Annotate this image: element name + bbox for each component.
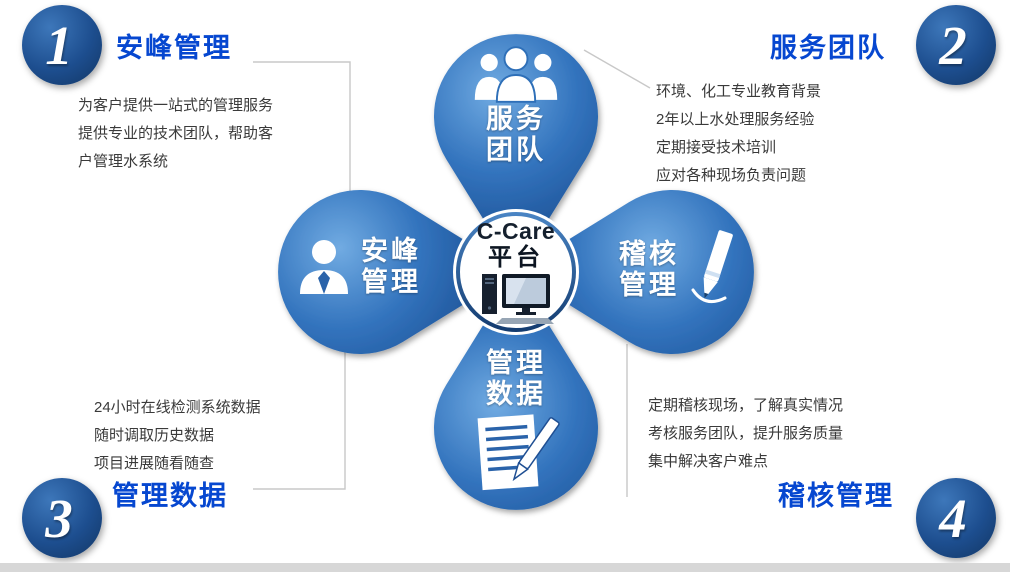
- petal-right-label-line2: 管理: [619, 270, 679, 300]
- connector-top-left: [253, 61, 351, 192]
- petal-bottom-label-line2: 数据: [486, 379, 546, 409]
- petal-left-shape: [278, 189, 516, 354]
- desc-bottom-left: 24小时在线检测系统数据 随时调取历史数据 项目进展随看随查: [94, 394, 261, 478]
- petal-left-label: 安峰 管理: [361, 236, 421, 298]
- description-line: 提供专业的技术团队，帮助客: [78, 125, 274, 142]
- petal-bottom-label: 管理 数据: [486, 348, 546, 410]
- description-line: 2年以上水处理服务经验: [656, 111, 815, 128]
- description-line: 定期接受技术培训: [656, 139, 777, 156]
- description-line: 项目进展随看随查: [94, 455, 215, 472]
- bottom-strip: [0, 563, 1010, 572]
- center-title: C-Care: [476, 218, 556, 244]
- badge-1-number: 1: [45, 14, 73, 76]
- document-pen-icon: [477, 414, 560, 491]
- petal-top-label: 服务 团队: [486, 104, 546, 166]
- petal-right-label-line1: 稽核: [619, 239, 679, 269]
- petal-right-label: 稽核 管理: [619, 239, 679, 301]
- petal-bottom-label-line1: 管理: [486, 348, 546, 378]
- badge-2-number: 2: [939, 14, 967, 76]
- petal-service-team: 服务 团队: [434, 46, 598, 166]
- petal-audit-management: 稽核 管理: [602, 228, 758, 312]
- connector-bottom-left: [253, 350, 346, 490]
- title-management-data: 管理数据: [112, 481, 228, 511]
- description-line: 考核服务团队，提升服务质量: [648, 425, 844, 442]
- petal-anfeng-management: 安峰 管理: [282, 236, 436, 298]
- petal-left-label-line1: 安峰: [361, 236, 421, 266]
- description-line: 24小时在线检测系统数据: [94, 399, 261, 416]
- badge-4-number: 4: [939, 487, 967, 549]
- badge-3: 3: [22, 478, 102, 558]
- center-subtitle: 平台: [488, 244, 544, 271]
- description-line: 环境、化工专业教育背景: [656, 83, 822, 100]
- desc-top-right: 环境、化工专业教育背景 2年以上水处理服务经验 定期接受技术培训 应对各种现场负…: [656, 78, 821, 190]
- petal-bottom-shape: [434, 272, 598, 510]
- title-audit-management: 稽核管理: [778, 481, 894, 511]
- team-icon: [474, 46, 558, 103]
- description-line: 集中解决客户难点: [648, 453, 769, 470]
- title-anfeng-management: 安峰管理: [116, 33, 232, 63]
- petals: [278, 34, 754, 510]
- description-line: 户管理水系统: [78, 153, 169, 170]
- petal-top-shape: [434, 34, 598, 273]
- person-icon: [300, 240, 348, 294]
- petal-management-data: 管理 数据: [434, 348, 598, 494]
- desc-bottom-right: 定期稽核现场，了解真实情况 考核服务团队，提升服务质量 集中解决客户难点: [648, 392, 843, 476]
- description-line: 随时调取历史数据: [94, 427, 215, 444]
- description-line: 应对各种现场负责问题: [656, 167, 807, 184]
- petal-top-label-line2: 团队: [486, 135, 546, 165]
- petal-left-label-line2: 管理: [361, 267, 421, 297]
- description-line: 为客户提供一站式的管理服务: [78, 97, 274, 114]
- pencil-icon: [691, 230, 733, 304]
- computer-icon: [482, 274, 554, 324]
- center-platform: C-Care 平台: [458, 218, 574, 330]
- badge-3-number: 3: [45, 487, 73, 549]
- petal-right-shape: [516, 189, 754, 354]
- connector-lines: [253, 49, 651, 497]
- badge-4: 4: [916, 478, 996, 558]
- badge-2: 2: [916, 5, 996, 85]
- title-service-team: 服务团队: [770, 33, 886, 63]
- desc-top-left: 为客户提供一站式的管理服务 提供专业的技术团队，帮助客 户管理水系统: [78, 92, 273, 176]
- petal-top-label-line1: 服务: [486, 104, 546, 134]
- connector-top-right: [583, 49, 651, 89]
- badge-1: 1: [22, 5, 102, 85]
- description-line: 定期稽核现场，了解真实情况: [648, 397, 844, 414]
